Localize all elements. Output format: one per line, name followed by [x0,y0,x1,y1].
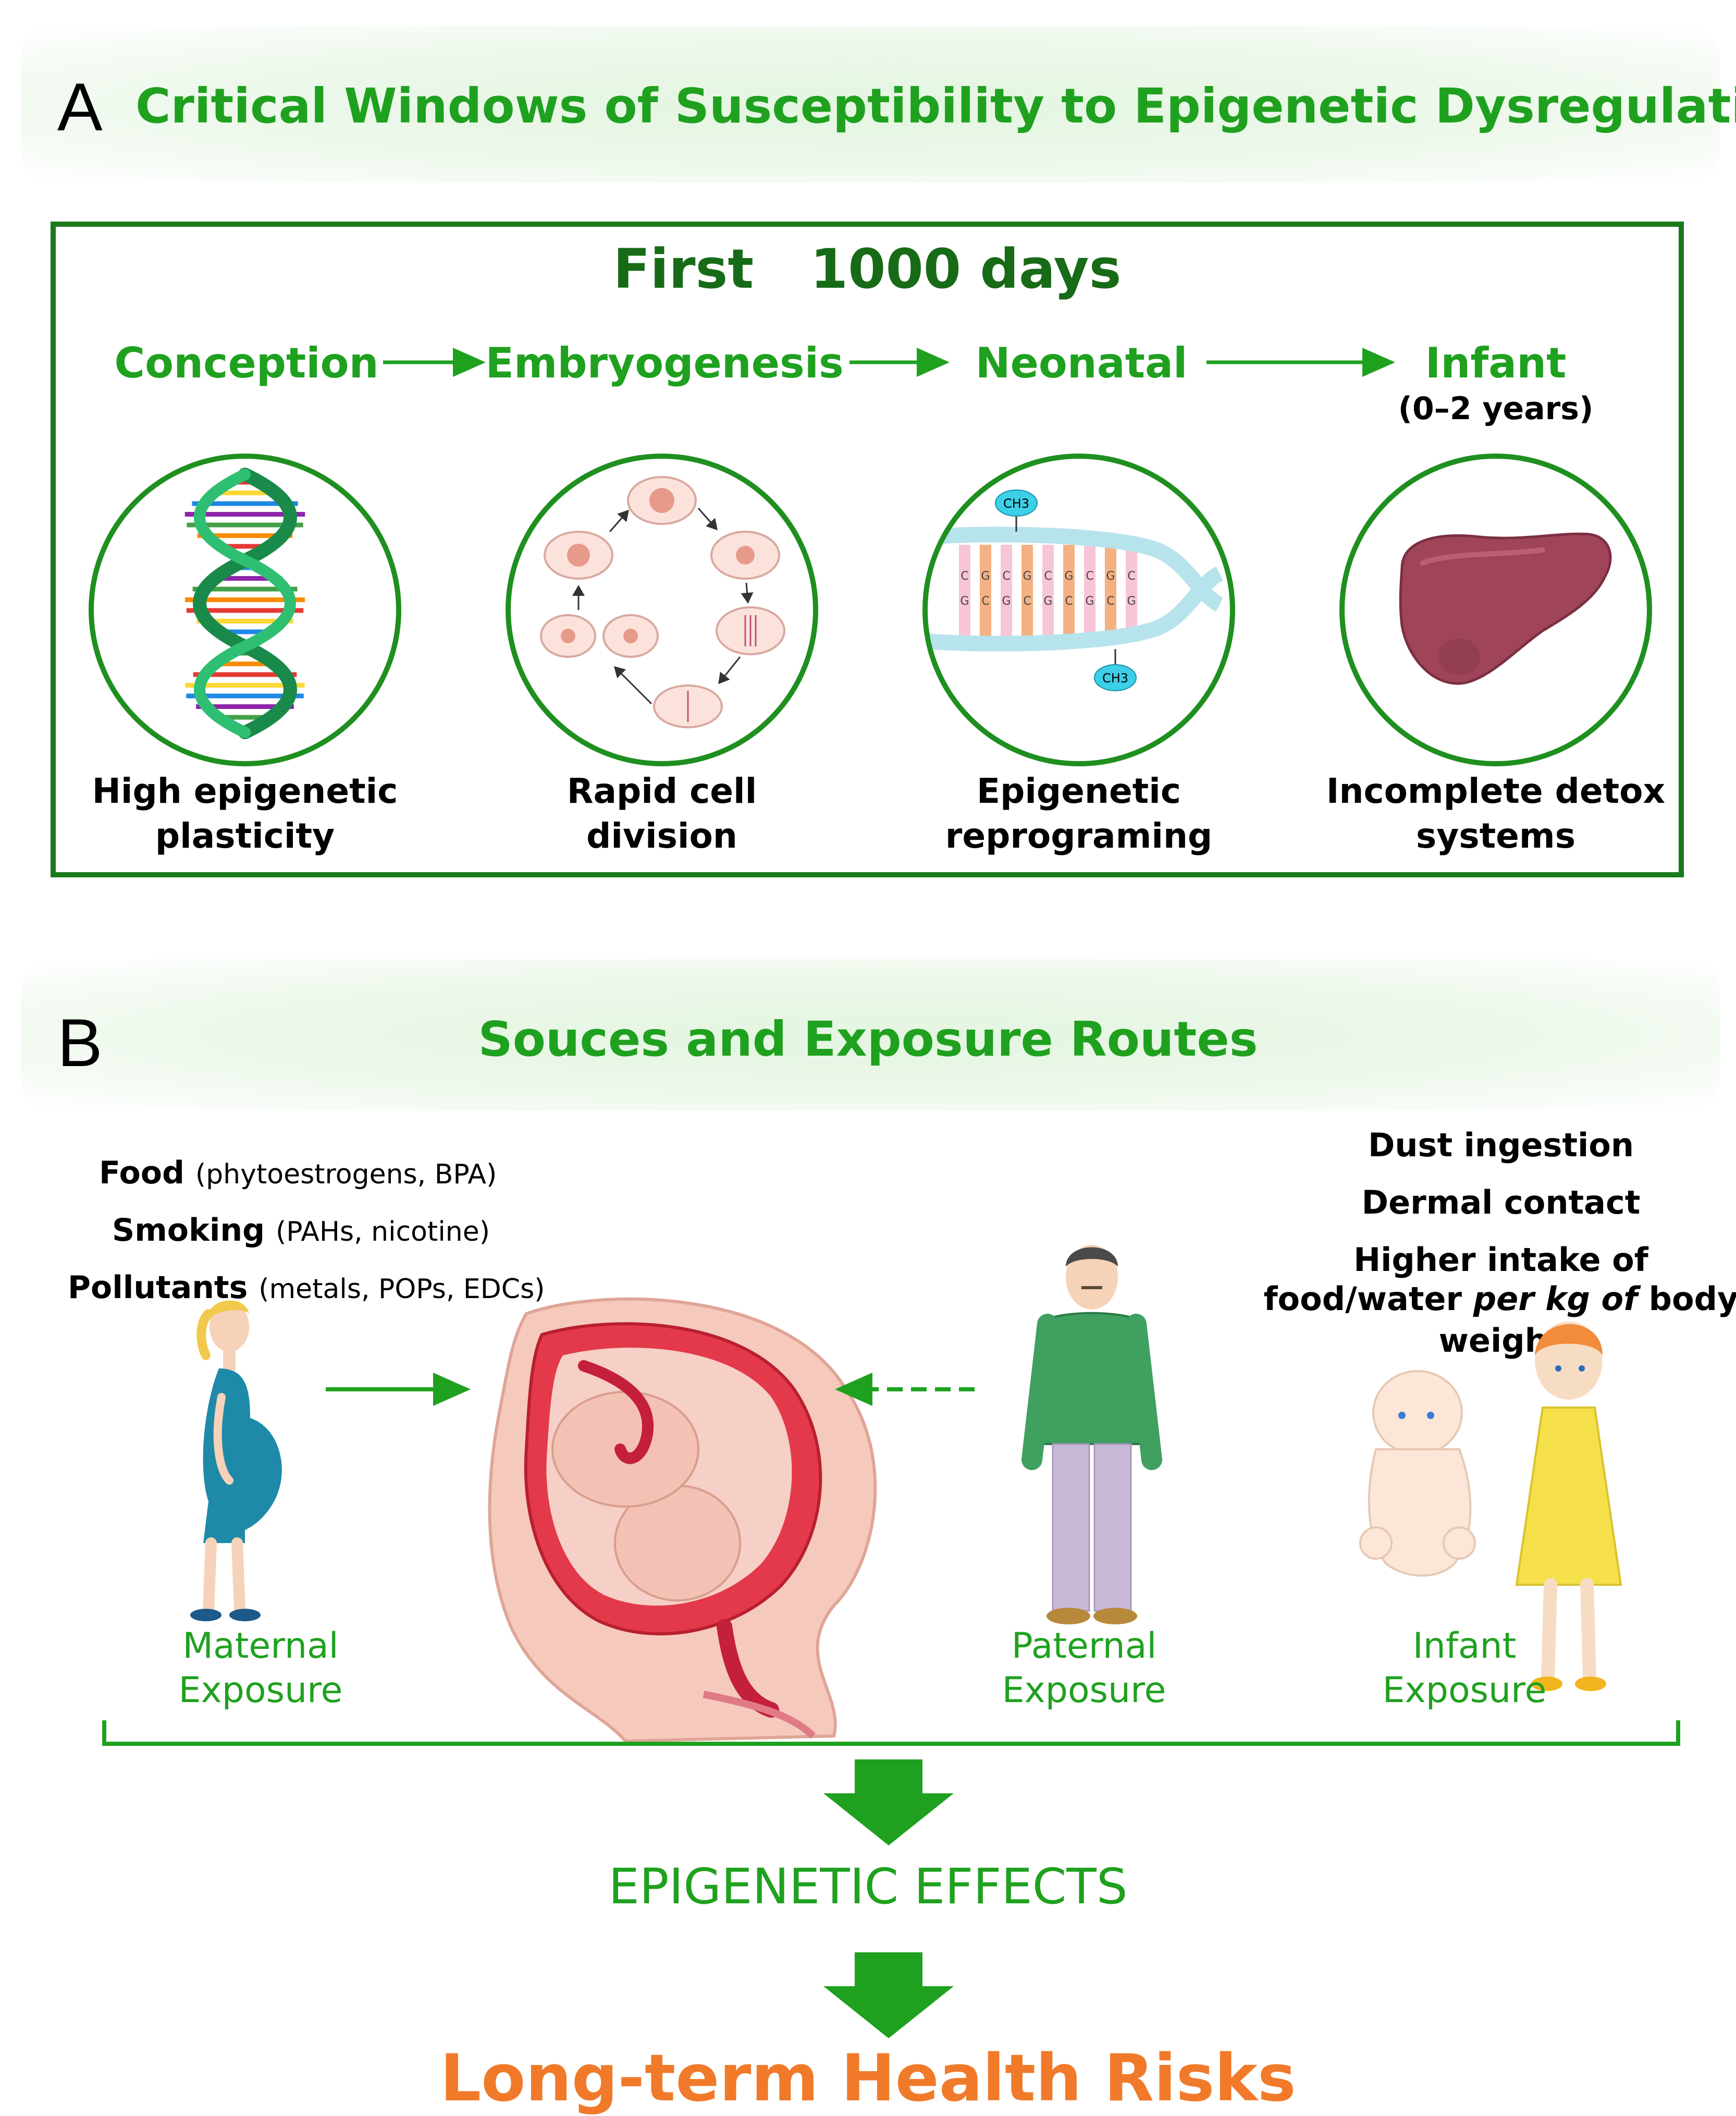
desc-neonatal-line1: Epigenetic [976,771,1181,811]
stage-arrows [383,348,1395,377]
dna-base-top-4: C [1044,570,1052,583]
desc-embryogenesis: Rapid cell division [479,769,844,859]
desc-neonatal: Epigenetic reprograming [896,769,1261,859]
maternal-exposure-label: Maternal Exposure [156,1624,365,1713]
infant-line2: Exposure [1382,1670,1547,1711]
dna-base-bottom-6: G [1085,595,1094,608]
first-1000-days-title: First 1000 days [613,237,1122,301]
dna-base-top-1: G [981,570,990,583]
baby-icon [1359,1370,1476,1577]
down-arrow-effects [823,1759,954,1845]
epigenetic-effects-label: EPIGENETIC EFFECTS [608,1858,1128,1915]
panel-a-title: Critical Windows of Susceptibility to Ep… [136,78,1736,134]
cell-division-circle [506,454,818,766]
stage-conception: Conception [114,339,379,387]
source-food-detail: (phytoestrogens, BPA) [195,1159,497,1190]
methyl-group-top [995,490,1038,517]
source-smoking: Smoking (PAHs, nicotine) [112,1212,490,1249]
dna-base-top-2: C [1002,570,1010,583]
fetus-in-womb-icon [488,1297,877,1743]
detox-systems-circle [1339,454,1652,766]
father-icon [1021,1245,1162,1624]
dna-base-top-5: G [1064,570,1073,583]
route-intake-2: food/water per kg of body [1240,1280,1736,1318]
stage-infant-age: (0–2 years) [1398,390,1594,427]
desc-embryogenesis-line1: Rapid cell [567,771,757,811]
desc-embryogenesis-line2: division [586,815,737,856]
stage-infant: Infant [1425,339,1567,387]
cell-cycle-icon [540,476,785,728]
desc-neonatal-line2: reprograming [945,815,1213,856]
long-term-health-risks-label: Long-term Health Risks [440,2041,1296,2116]
desc-conception-line1: High epigenetic [92,771,398,811]
panel-a-letter: A [57,69,103,145]
methylated-dna-icon: C G C G C G C G C G C G C G C G C G CH3 … [928,490,1224,691]
source-pollutants: Pollutants (metals, POPs, EDCs) [68,1269,545,1306]
panel-b-banner [21,959,1720,1110]
paternal-line2: Exposure [1002,1670,1166,1711]
methyl-group-bottom [1094,664,1137,691]
stage-embryogenesis: Embryogenesis [485,339,844,387]
route-intake-1: Higher intake of [1353,1241,1648,1279]
dna-base-top-6: C [1086,570,1093,583]
infant-exposure-label: Infant Exposure [1360,1624,1569,1713]
liver-icon [1399,532,1612,685]
stage-neonatal: Neonatal [975,339,1188,387]
route-dermal: Dermal contact [1361,1183,1641,1221]
dna-base-bottom-2: G [1002,595,1011,608]
dna-base-top-0: C [961,570,968,583]
dna-base-bottom-5: C [1065,595,1073,608]
route-intake-2a: food/water [1263,1280,1473,1318]
source-food-name: Food [99,1155,184,1191]
maternal-line2: Exposure [178,1670,343,1711]
paternal-line1: Paternal [1011,1625,1157,1667]
child-icon [1515,1322,1622,1691]
pregnant-woman-icon [190,1300,282,1621]
down-arrow-risks [823,1952,954,2038]
source-food: Food (phytoestrogens, BPA) [99,1155,497,1191]
dna-base-top-3: G [1023,570,1031,583]
first-1000-days-box [51,222,1684,877]
source-smoking-detail: (PAHs, nicotine) [275,1216,490,1247]
dna-base-bottom-0: G [960,595,969,608]
desc-infant-line2: systems [1416,815,1575,856]
route-intake-2c: body [1637,1280,1736,1318]
desc-conception-line2: plasticity [155,815,335,856]
infant-line1: Infant [1412,1625,1517,1667]
panel-a-banner [21,26,1720,182]
desc-infant: Incomplete detox systems [1313,769,1678,859]
maternal-line1: Maternal [182,1625,339,1667]
route-dust: Dust ingestion [1368,1126,1634,1164]
exposure-bracket [102,1720,1680,1746]
methyl-label-top: CH3 [1003,496,1029,511]
desc-conception: High epigenetic plasticity [63,769,427,859]
dna-base-bottom-7: C [1106,595,1114,608]
dna-circle [89,454,401,766]
source-pollutants-detail: (metals, POPs, EDCs) [258,1274,545,1305]
dna-base-bottom-3: C [1023,595,1031,608]
source-pollutants-name: Pollutants [68,1269,248,1306]
route-intake-2b: per kg of [1473,1280,1638,1318]
dna-helix-icon [184,468,305,739]
dna-base-top-8: C [1127,570,1135,583]
source-smoking-name: Smoking [112,1212,265,1249]
paternal-exposure-label: Paternal Exposure [980,1624,1188,1713]
dna-base-bottom-8: G [1127,595,1136,608]
panel-b-title: Souces and Exposure Routes [478,1011,1258,1067]
dna-base-bottom-4: G [1043,595,1052,608]
dna-base-top-7: G [1106,570,1115,583]
methyl-label-bottom: CH3 [1102,671,1128,686]
epigenetic-reprogramming-circle: C G C G C G C G C G C G C G C G C G CH3 … [922,454,1235,766]
desc-infant-line1: Incomplete detox [1326,771,1666,811]
panel-b-letter: B [57,1005,103,1081]
dna-base-bottom-1: C [981,595,989,608]
